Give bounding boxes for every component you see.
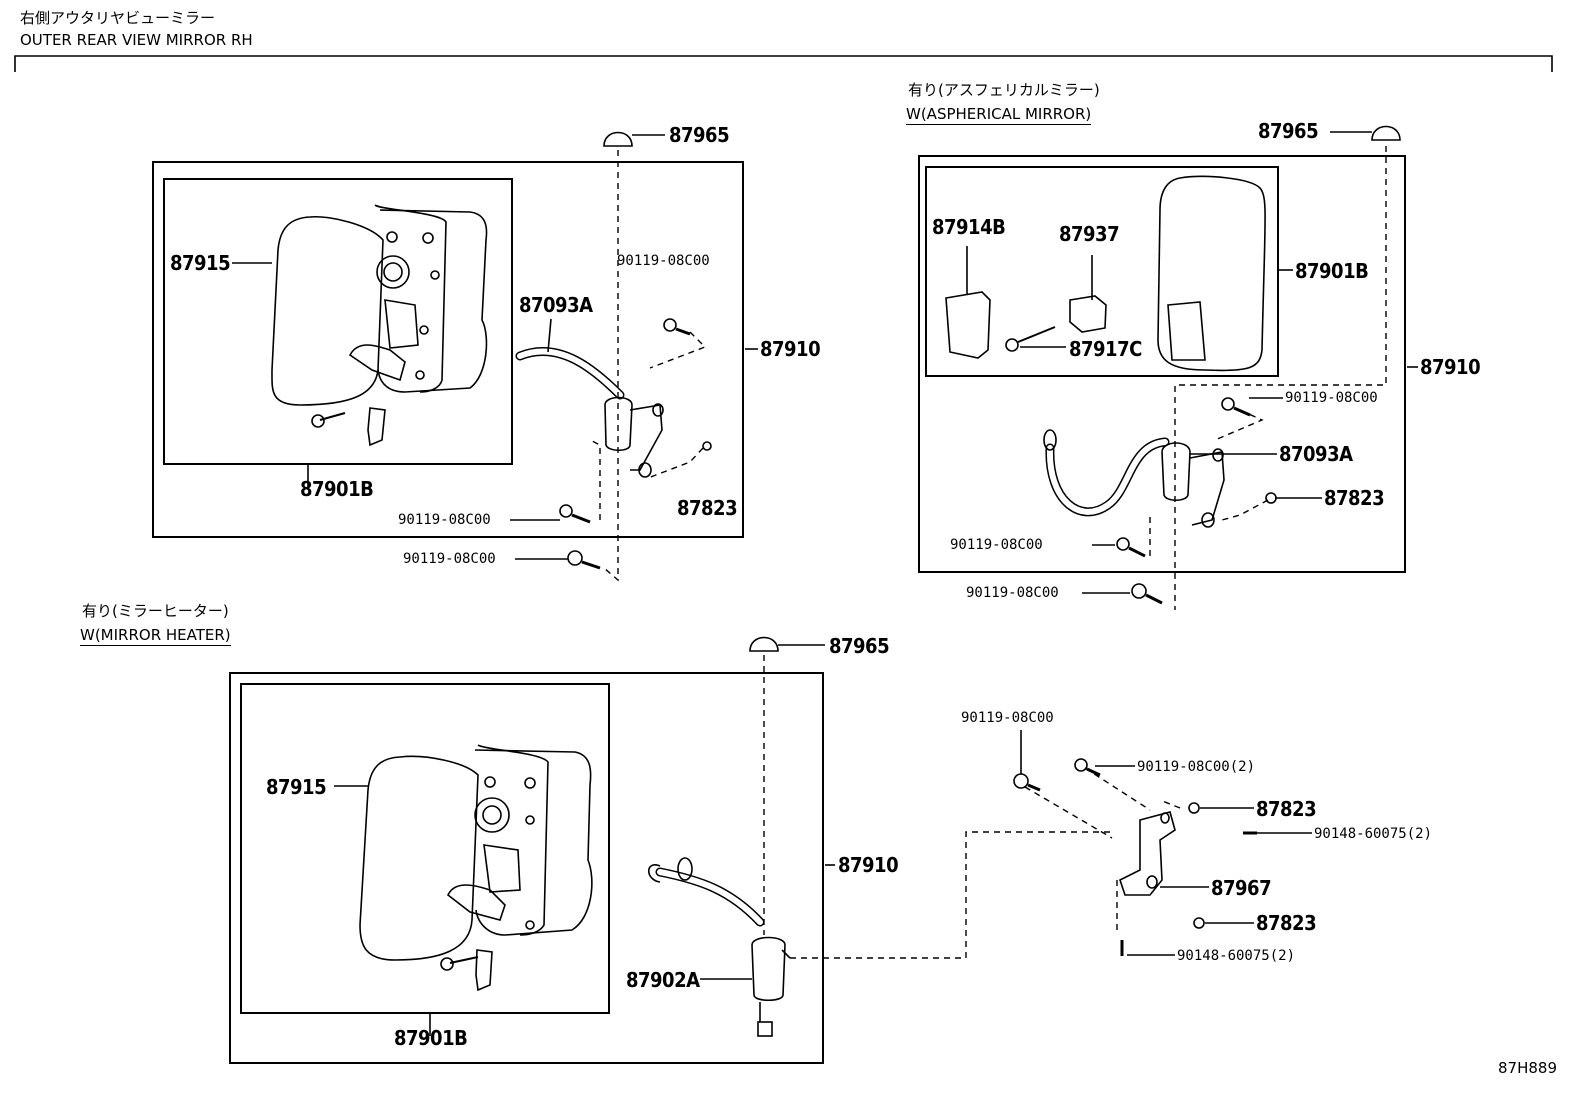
part-label-87823[interactable]: 87823 (1256, 797, 1317, 821)
variant-aspherical-jp: 有り(アスフェリカルミラー) (908, 81, 1100, 99)
part-label-90148-60075-qty2[interactable]: 90148-60075(2) (1314, 826, 1433, 842)
assembly3-bracket (475, 949, 493, 992)
part-label-87967[interactable]: 87967 (1211, 876, 1272, 900)
variant-heater-en: W(MIRROR HEATER) (80, 626, 231, 646)
part-label-87910[interactable]: 87910 (838, 853, 899, 877)
part-label-87965[interactable]: 87965 (669, 123, 730, 147)
title-japanese: 右側アウタリヤビューミラー (20, 9, 216, 27)
part-label-87823[interactable]: 87823 (677, 496, 738, 520)
part-label-87910[interactable]: 87910 (1420, 355, 1481, 379)
assembly1-inner-box (163, 178, 513, 465)
part-label-87093a[interactable]: 87093A (519, 293, 593, 317)
assembly2-motor (1161, 442, 1191, 502)
assembly2-mirror (1157, 175, 1266, 372)
part-label-87823[interactable]: 87823 (1256, 911, 1317, 935)
variant-heater-jp: 有り(ミラーヒーター) (82, 602, 229, 620)
assembly2-bracket (1069, 295, 1107, 333)
part-label-87902a[interactable]: 87902A (626, 968, 700, 992)
title-english: OUTER REAR VIEW MIRROR RH (20, 31, 253, 49)
part-label-87901b[interactable]: 87901B (394, 1026, 468, 1050)
assembly1-outer-box (152, 161, 744, 538)
part-label-90119-08c00[interactable]: 90119-08C00 (617, 253, 710, 269)
diagram-code: 87H889 (1498, 1059, 1557, 1077)
part-label-90119-08c00[interactable]: 90119-08C00 (966, 585, 1059, 601)
assembly3-cap (749, 636, 779, 652)
assembly1-motor (604, 396, 633, 452)
part-label-87965[interactable]: 87965 (1258, 119, 1319, 143)
assembly2-cover (945, 291, 991, 359)
part-label-87823[interactable]: 87823 (1324, 486, 1385, 510)
part-label-87910[interactable]: 87910 (760, 337, 821, 361)
part-label-90119-08c00[interactable]: 90119-08C00 (961, 710, 1054, 726)
part-label-87915[interactable]: 87915 (170, 251, 231, 275)
assembly1-mirror-housing (377, 209, 488, 393)
variant-aspherical-en: W(ASPHERICAL MIRROR) (906, 105, 1092, 125)
part-label-87915[interactable]: 87915 (266, 775, 327, 799)
part-label-90119-08c00[interactable]: 90119-08C00 (403, 551, 496, 567)
part-label-90119-08c00-qty2[interactable]: 90119-08C00(2) (1137, 759, 1256, 775)
assembly1-mirror-glass (271, 215, 384, 406)
part-label-87917c[interactable]: 87917C (1069, 337, 1142, 361)
assembly1-bracket (367, 407, 386, 447)
assembly3-inner-box (240, 683, 610, 1014)
title-bracket (14, 55, 1553, 72)
part-label-87901b[interactable]: 87901B (300, 477, 374, 501)
part-label-87901b[interactable]: 87901B (1295, 259, 1369, 283)
part-label-87914b[interactable]: 87914B (932, 215, 1006, 239)
part-label-90119-08c00[interactable]: 90119-08C00 (398, 512, 491, 528)
part-label-90119-08c00[interactable]: 90119-08C00 (950, 537, 1043, 553)
part-label-90148-60075-qty2[interactable]: 90148-60075(2) (1177, 948, 1296, 964)
assembly3-mirror-glass (359, 755, 479, 961)
assembly3-motor (751, 936, 786, 1002)
assembly3-outer-box (229, 672, 824, 1064)
part-label-90119-08c00[interactable]: 90119-08C00 (1285, 390, 1378, 406)
assembly2-outer-box (918, 155, 1406, 573)
hinge-bracket (1119, 811, 1176, 896)
assembly2-inner-box (925, 166, 1279, 377)
assembly3-cable (655, 867, 765, 927)
part-label-87965[interactable]: 87965 (829, 634, 890, 658)
part-label-87937[interactable]: 87937 (1059, 222, 1120, 246)
assembly2-cap (1371, 125, 1401, 141)
part-label-87093a[interactable]: 87093A (1279, 442, 1353, 466)
assembly3-mirror-housing (474, 749, 593, 936)
assembly1-cap (603, 131, 633, 147)
